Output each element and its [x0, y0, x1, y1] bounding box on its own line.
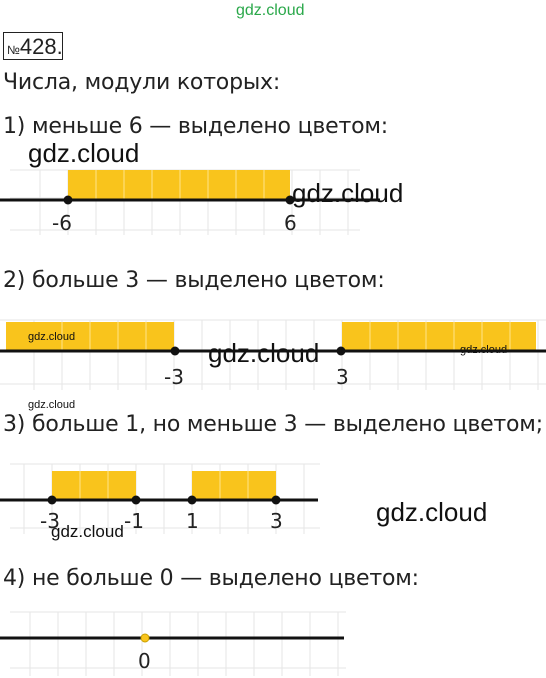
watermark-part1-b: gdz.cloud [292, 178, 404, 208]
watermark-top: gdz.cloud [236, 2, 305, 19]
number-line-1: -6 6 [0, 169, 380, 235]
number-line-2: -3 3 [0, 319, 546, 390]
watermark-part2-a: gdz.cloud [28, 331, 76, 343]
task-number: 428. [19, 34, 63, 59]
tick-label-minus6: -6 [52, 211, 72, 235]
point-3-minus1 [131, 495, 141, 505]
tick-label-3: 3 [336, 365, 349, 389]
tick-label-3-1: 1 [186, 509, 199, 533]
point-3-3 [271, 495, 281, 505]
point-minus3 [170, 346, 180, 356]
number-line-3: -3 -1 1 3 [0, 463, 320, 534]
task-number-prefix: № [7, 43, 20, 57]
part-1-label: 1) меньше 6 — выделено цветом: [3, 114, 388, 139]
point-minus6 [63, 195, 73, 205]
watermark-part2-c: gdz.cloud [460, 344, 508, 356]
tick-label-0: 0 [138, 649, 151, 673]
part-3-label: 3) больше 1, но меньше 3 — выделено цвет… [3, 412, 543, 437]
point-3 [336, 346, 346, 356]
watermark-part2-d: gdz.cloud [28, 399, 76, 411]
task-number-box: №428. [3, 32, 63, 60]
intro-text: Числа, модули которых: [3, 70, 281, 95]
point-3-minus3 [47, 495, 57, 505]
tick-label-3-minus3: -3 [40, 509, 60, 533]
watermark-part1-a: gdz.cloud [28, 138, 140, 168]
watermark-part2-b: gdz.cloud [208, 338, 320, 368]
highlight-band-3-left [52, 471, 136, 499]
number-line-4: 0 [0, 611, 346, 676]
highlight-band-3-right [192, 471, 276, 499]
part-2-label: 2) больше 3 — выделено цветом: [3, 268, 385, 293]
watermark-part3-a: gdz.cloud [376, 497, 488, 527]
tick-label-3-minus1: -1 [124, 509, 144, 533]
point-6 [285, 195, 295, 205]
tick-label-minus3: -3 [164, 365, 184, 389]
tick-label-3-3: 3 [270, 509, 283, 533]
point-3-1 [187, 495, 197, 505]
tick-label-6: 6 [284, 211, 297, 235]
point-0 [140, 633, 150, 643]
part-4-label: 4) не больше 0 — выделено цветом: [3, 566, 419, 591]
highlight-band-1 [68, 170, 290, 199]
highlight-band-2-right [342, 322, 536, 350]
watermark-part3-b: gdz.cloud [51, 522, 124, 541]
